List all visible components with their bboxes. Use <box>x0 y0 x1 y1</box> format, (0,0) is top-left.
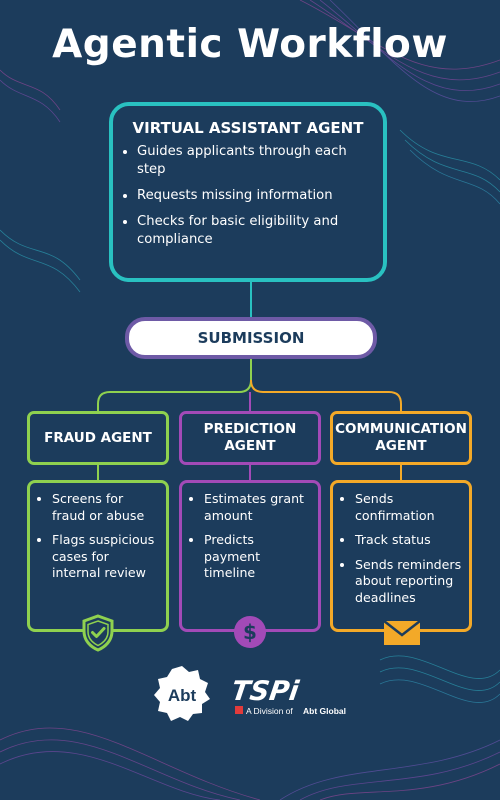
list-item: Track status <box>355 532 463 549</box>
abt-logo-text: Abt <box>168 686 197 705</box>
virtual-assistant-agent-box: VIRTUAL ASSISTANT AGENT Guides applicant… <box>109 102 387 282</box>
virtual-assistant-list: Guides applicants through each step Requ… <box>113 143 383 249</box>
list-item: Estimates grant amount <box>204 491 312 524</box>
prediction-agent-list: Estimates grant amount Predicts payment … <box>182 491 318 582</box>
communication-agent-title: COMMUNICATION AGENT <box>330 411 472 465</box>
virtual-assistant-title: VIRTUAL ASSISTANT AGENT <box>132 119 364 137</box>
page-title: Agentic Workflow <box>52 22 448 67</box>
list-item: Sends confirmation <box>355 491 463 524</box>
fraud-agent-title: FRAUD AGENT <box>27 411 169 465</box>
division-brand: Abt Global <box>303 706 346 716</box>
envelope-icon <box>383 620 421 645</box>
prediction-agent-box: Estimates grant amount Predicts payment … <box>179 480 321 632</box>
list-item: Checks for basic eligibility and complia… <box>137 213 373 249</box>
submission-pill: SUBMISSION <box>125 317 377 359</box>
fraud-agent-list: Screens for fraud or abuse Flags suspici… <box>30 491 166 582</box>
communication-agent-list: Sends confirmation Track status Sends re… <box>333 491 469 606</box>
svg-text:$: $ <box>243 620 257 644</box>
division-text: A Division of <box>246 706 293 716</box>
list-item: Guides applicants through each step <box>137 143 373 179</box>
list-item: Predicts payment timeline <box>204 532 312 582</box>
tspi-logo-text: TSPi <box>230 676 301 707</box>
dollar-coin-icon: $ <box>234 616 266 648</box>
list-item: Requests missing information <box>137 187 373 205</box>
list-item: Screens for fraud or abuse <box>52 491 160 524</box>
abt-logo: Abt <box>154 666 210 721</box>
prediction-agent-title: PREDICTION AGENT <box>179 411 321 465</box>
list-item: Flags suspicious cases for internal revi… <box>52 532 160 582</box>
fraud-agent-box: Screens for fraud or abuse Flags suspici… <box>27 480 169 632</box>
shield-check-icon <box>82 614 114 652</box>
communication-agent-box: Sends confirmation Track status Sends re… <box>330 480 472 632</box>
list-item: Sends reminders about reporting deadline… <box>355 557 463 607</box>
tspi-logo: TSPi A Division of Abt Global <box>230 676 346 716</box>
